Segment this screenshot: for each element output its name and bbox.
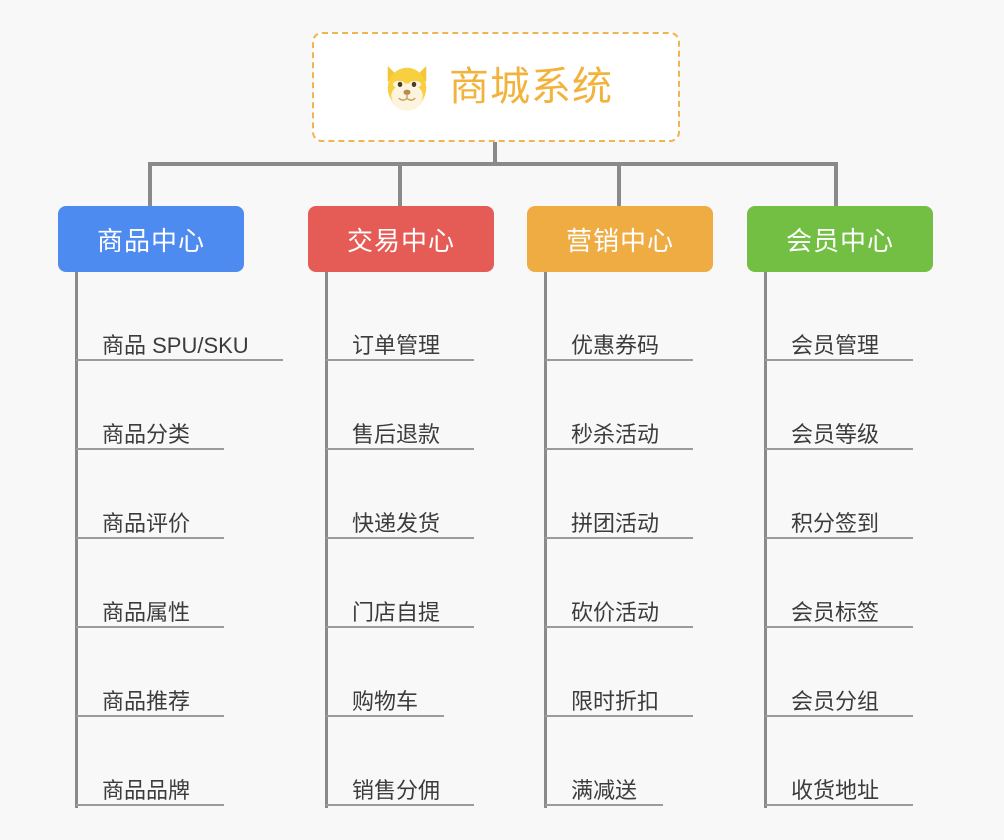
leaf-item[interactable]: 砍价活动 [527,539,747,628]
leaf-item[interactable]: 拼团活动 [527,450,747,539]
leaf-list-member-center: 会员管理 会员等级 积分签到 会员标签 会员分组 收货地址 [747,272,967,806]
category-header-member-center[interactable]: 会员中心 [747,206,933,272]
category-label: 商品中心 [96,225,205,256]
category-header-trade-center[interactable]: 交易中心 [308,206,494,272]
leaf-item[interactable]: 购物车 [308,628,528,717]
category-header-product-center[interactable]: 商品中心 [58,206,244,272]
leaf-label: 砍价活动 [571,599,660,625]
leaf-label: 秒杀活动 [571,421,660,447]
leaf-label: 限时折扣 [571,688,660,714]
leaf-item[interactable]: 满减送 [527,717,747,806]
leaf-label: 订单管理 [352,332,441,358]
leaf-item[interactable]: 商品属性 [58,539,308,628]
leaf-label: 门店自提 [352,599,441,625]
spine-trade-center [325,272,328,808]
leaf-item[interactable]: 限时折扣 [527,628,747,717]
leaf-label: 快递发货 [352,510,441,536]
leaf-item[interactable]: 快递发货 [308,450,528,539]
leaf-label: 优惠券码 [571,332,660,358]
leaf-label: 商品品牌 [102,777,191,803]
leaf-item[interactable]: 销售分佣 [308,717,528,806]
connector-horizontal-bus [148,162,838,166]
leaf-label: 会员等级 [791,421,880,447]
leaf-item[interactable]: 会员分组 [747,628,967,717]
column-marketing-center: 营销中心 优惠券码 秒杀活动 拼团活动 砍价活动 限时折扣 满减送 [527,206,747,808]
connector-drop-trade-center [398,162,402,208]
leaf-item[interactable]: 优惠券码 [527,272,747,361]
leaf-item[interactable]: 积分签到 [747,450,967,539]
leaf-label: 会员分组 [791,688,880,714]
spine-product-center [75,272,78,808]
column-trade-center: 交易中心 订单管理 售后退款 快递发货 门店自提 购物车 销售分佣 [308,206,528,808]
root-title: 商城系统 [449,65,613,109]
spine-member-center [764,272,767,808]
column-product-center: 商品中心 商品 SPU/SKU 商品分类 商品评价 商品属性 商品推荐 商品品牌 [58,206,308,808]
leaf-item[interactable]: 商品分类 [58,361,308,450]
leaf-label: 商品评价 [102,510,191,536]
leaf-label: 积分签到 [791,510,880,536]
leaf-list-product-center: 商品 SPU/SKU 商品分类 商品评价 商品属性 商品推荐 商品品牌 [58,272,308,806]
leaf-list-marketing-center: 优惠券码 秒杀活动 拼团活动 砍价活动 限时折扣 满减送 [527,272,747,806]
connector-drop-marketing-center [617,162,621,208]
leaf-item[interactable]: 商品推荐 [58,628,308,717]
root-node[interactable]: 商城系统 [312,32,680,142]
column-member-center: 会员中心 会员管理 会员等级 积分签到 会员标签 会员分组 收货地址 [747,206,967,808]
spine-marketing-center [544,272,547,808]
leaf-label: 商品 SPU/SKU [102,332,249,358]
leaf-label: 售后退款 [352,421,441,447]
leaf-item[interactable]: 门店自提 [308,539,528,628]
leaf-item[interactable]: 售后退款 [308,361,528,450]
leaf-label: 会员标签 [791,599,880,625]
category-label: 营销中心 [565,225,674,256]
connector-drop-member-center [834,162,838,208]
leaf-label: 商品推荐 [102,688,191,714]
leaf-label: 会员管理 [791,332,880,358]
category-header-marketing-center[interactable]: 营销中心 [527,206,713,272]
leaf-label: 拼团活动 [571,510,660,536]
leaf-label: 商品分类 [102,421,191,447]
leaf-item[interactable]: 商品 SPU/SKU [58,272,308,361]
connector-root-stub [493,142,497,164]
leaf-label: 满减送 [571,777,638,803]
leaf-item[interactable]: 订单管理 [308,272,528,361]
shiba-dog-face-icon [387,66,427,111]
category-label: 交易中心 [346,225,455,256]
leaf-item[interactable]: 商品品牌 [58,717,308,806]
connector-drop-product-center [148,162,152,208]
leaf-label: 商品属性 [102,599,191,625]
leaf-item[interactable]: 商品评价 [58,450,308,539]
leaf-item[interactable]: 会员管理 [747,272,967,361]
leaf-list-trade-center: 订单管理 售后退款 快递发货 门店自提 购物车 销售分佣 [308,272,528,806]
leaf-item[interactable]: 收货地址 [747,717,967,806]
leaf-label: 收货地址 [791,777,880,803]
leaf-label: 销售分佣 [352,777,441,803]
leaf-item[interactable]: 会员标签 [747,539,967,628]
leaf-item[interactable]: 秒杀活动 [527,361,747,450]
leaf-item[interactable]: 会员等级 [747,361,967,450]
category-label: 会员中心 [785,225,894,256]
leaf-label: 购物车 [352,688,419,714]
